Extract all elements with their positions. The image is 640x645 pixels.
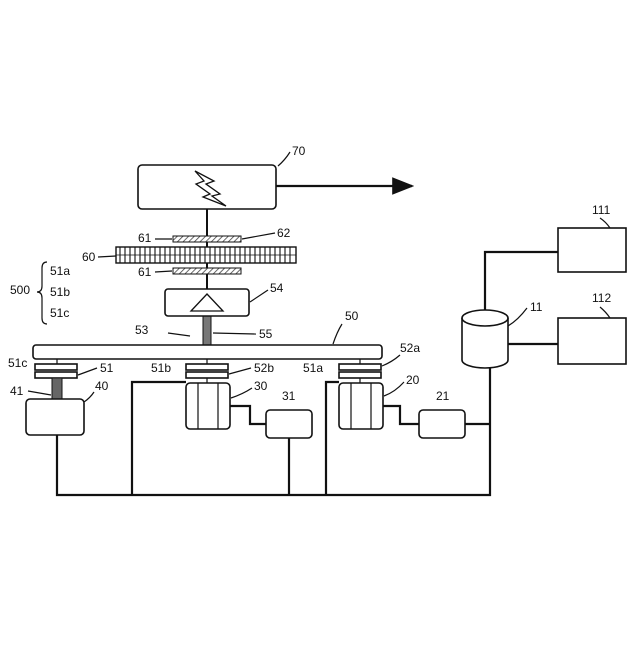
label-41: 41 xyxy=(10,384,24,398)
bearing-51a xyxy=(339,359,381,378)
amplifier-54 xyxy=(165,289,249,316)
label-40: 40 xyxy=(95,379,109,393)
label-62: 62 xyxy=(277,226,291,240)
label-61-top: 61 xyxy=(138,231,152,245)
generator-70 xyxy=(138,165,276,209)
label-112: 112 xyxy=(592,291,611,305)
label-60: 60 xyxy=(82,250,96,264)
platform-50 xyxy=(33,345,382,359)
controller-21 xyxy=(419,410,465,438)
label-52a: 52a xyxy=(400,341,420,355)
label-53: 53 xyxy=(135,323,149,337)
brace-500 xyxy=(37,262,47,324)
label-61-bottom: 61 xyxy=(138,265,152,279)
storage-11 xyxy=(462,310,508,368)
bearing-51c xyxy=(35,359,77,378)
label-54: 54 xyxy=(270,281,284,295)
motor-40 xyxy=(26,399,84,435)
shaft-41 xyxy=(52,378,62,400)
label-31: 31 xyxy=(282,389,296,403)
label-51c-group: 51c xyxy=(50,306,69,320)
label-51a: 51a xyxy=(303,361,323,375)
label-50: 50 xyxy=(345,309,359,323)
label-30: 30 xyxy=(254,379,268,393)
label-51b-group: 51b xyxy=(50,285,70,299)
label-51a-group: 51a xyxy=(50,264,70,278)
label-20: 20 xyxy=(406,373,420,387)
label-70: 70 xyxy=(292,144,306,158)
label-52b: 52b xyxy=(254,361,274,375)
label-11: 11 xyxy=(530,300,543,314)
motor-30 xyxy=(186,378,230,429)
bearing-51b xyxy=(186,359,228,378)
label-500: 500 xyxy=(10,283,30,297)
shaft-55 xyxy=(203,315,211,345)
device-112 xyxy=(558,318,626,364)
label-55: 55 xyxy=(259,327,273,341)
device-111 xyxy=(558,228,626,272)
label-51: 51 xyxy=(100,361,114,375)
plate-61-bottom xyxy=(173,268,241,274)
gear-60 xyxy=(116,247,296,263)
label-21: 21 xyxy=(436,389,450,403)
cylinder-icon xyxy=(462,310,508,326)
label-51c: 51c xyxy=(8,356,27,370)
label-111: 111 xyxy=(592,203,611,217)
controller-31 xyxy=(266,410,312,438)
label-51b: 51b xyxy=(151,361,171,375)
motor-20 xyxy=(339,378,383,429)
plate-61-top xyxy=(173,236,241,242)
